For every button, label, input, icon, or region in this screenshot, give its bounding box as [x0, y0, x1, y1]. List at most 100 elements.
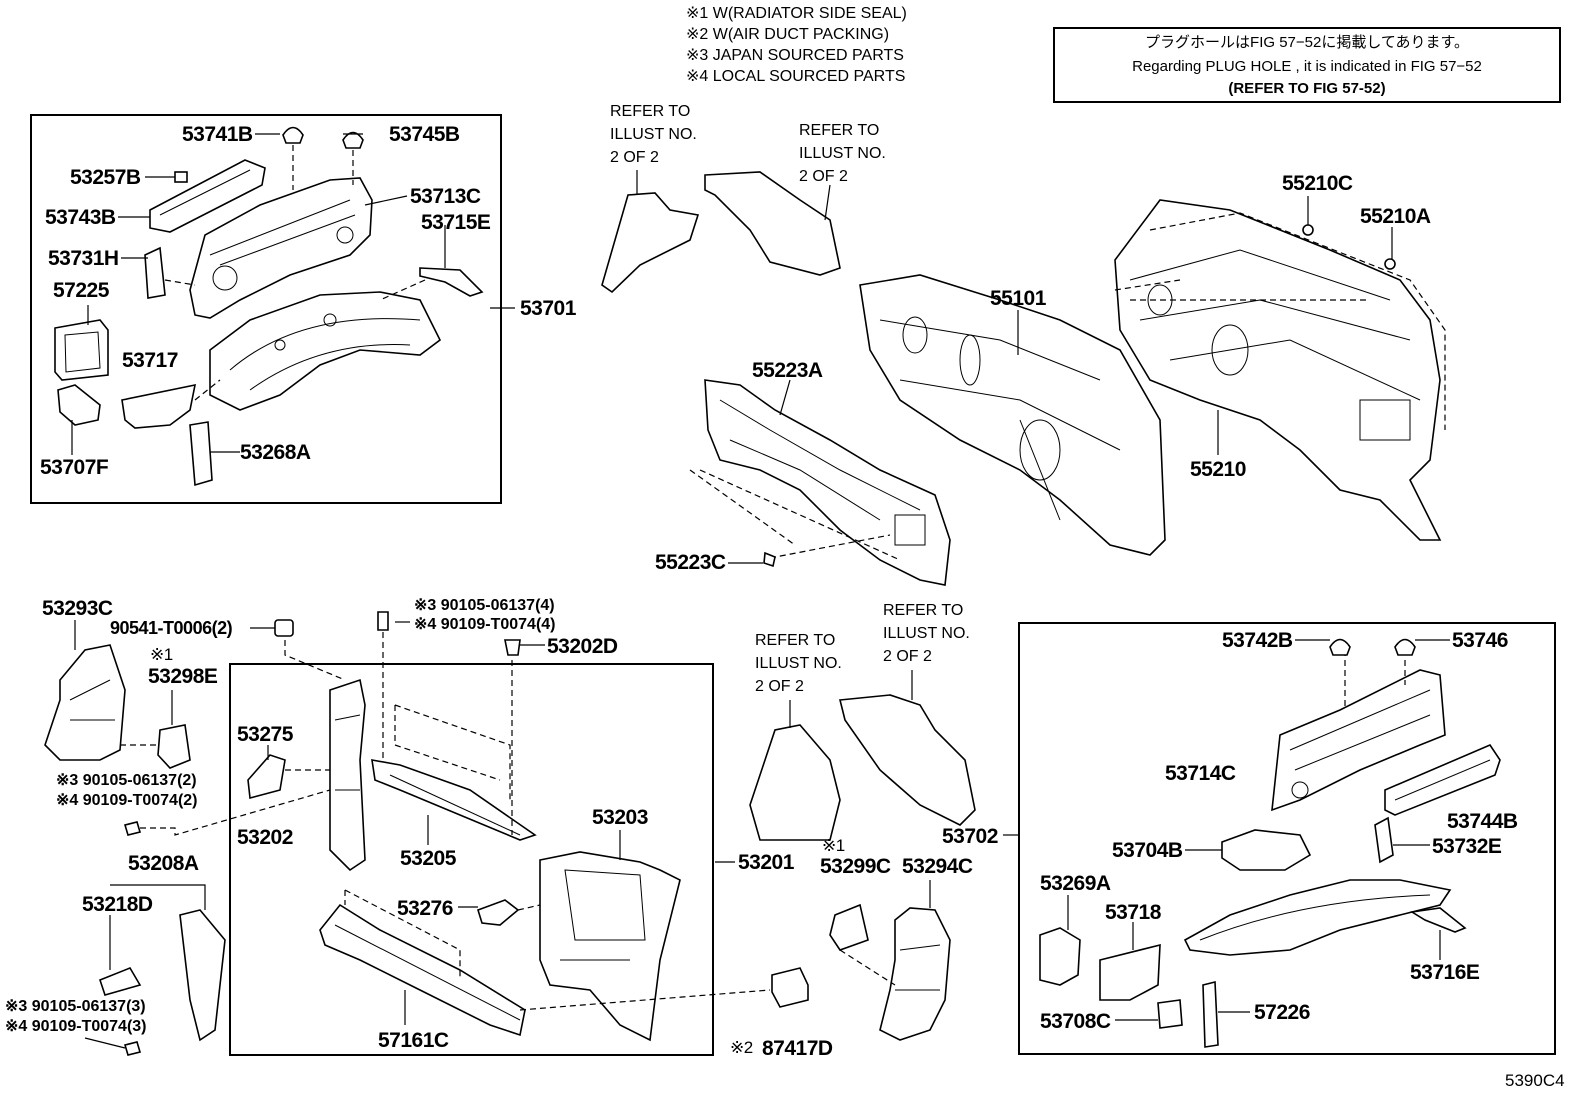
part-53203-drawing — [539, 830, 681, 1042]
label-53298e: 53298E — [148, 665, 218, 688]
label-53743b: 53743B — [45, 206, 116, 229]
part-53741b-drawing — [282, 126, 304, 144]
part-53746-drawing — [1394, 638, 1450, 656]
part-53702-apron-drawing — [1183, 879, 1452, 956]
label-53714c: 53714C — [1165, 762, 1236, 785]
label-87417d: 87417D — [762, 1037, 833, 1060]
part-53202d-drawing — [504, 639, 545, 835]
note-3: ※3 JAPAN SOURCED PARTS — [686, 47, 904, 64]
part-53293c-drawing — [44, 620, 126, 761]
label-53731h: 53731H — [48, 247, 119, 270]
label-53268a: 53268A — [240, 441, 311, 464]
mark-1b: ※1 — [822, 836, 845, 855]
part-53294c-drawing — [839, 880, 951, 1041]
part-53715e-drawing — [419, 267, 484, 297]
part-53717-drawing — [121, 383, 197, 429]
part-53276-drawing — [458, 899, 541, 926]
refer-text-2: REFER TO ILLUST NO. 2 OF 2 — [799, 122, 886, 185]
fastener-1b: ※4 90109-T0074(2) — [56, 792, 198, 809]
label-53299c: 53299C — [820, 855, 891, 878]
part-53743b-drawing — [149, 159, 266, 233]
part-53713c-drawing — [189, 177, 373, 319]
label-53269a: 53269A — [1040, 872, 1111, 895]
note-2: ※2 W(AIR DUCT PACKING) — [686, 26, 890, 43]
part-53731h-drawing — [144, 246, 166, 299]
label-53744b: 53744B — [1447, 810, 1518, 833]
part-53704b-drawing — [1185, 829, 1312, 871]
refer-part-1 — [601, 170, 700, 294]
label-53713c: 53713C — [410, 185, 481, 208]
part-55210-drawing — [1114, 196, 1446, 541]
mark-1a: ※1 — [150, 645, 173, 664]
part-53205-drawing — [371, 704, 537, 845]
label-53208a: 53208A — [128, 852, 199, 875]
part-53701-apron-drawing — [209, 291, 442, 411]
bolt-3-drawing — [377, 611, 410, 760]
label-53275: 53275 — [237, 723, 293, 746]
label-53276: 53276 — [397, 897, 453, 920]
fastener-2b: ※4 90109-T0074(3) — [5, 1018, 147, 1035]
group-box-53201 — [229, 663, 714, 1056]
label-53741b: 53741B — [182, 123, 253, 146]
label-53702: 53702 — [942, 825, 998, 848]
bolt-1-drawing — [123, 789, 331, 836]
label-53746: 53746 — [1452, 629, 1508, 652]
fastener-2a: ※3 90105-06137(3) — [5, 998, 146, 1015]
label-53293c: 53293C — [42, 597, 113, 620]
part-53268a-drawing — [189, 421, 213, 487]
part-53298e-drawing — [120, 690, 191, 769]
part-53744b-drawing — [1384, 744, 1501, 816]
label-57161c: 57161C — [378, 1029, 449, 1052]
label-53202d: 53202D — [547, 635, 618, 658]
label-53701: 53701 — [520, 297, 576, 320]
refer-text-4: REFER TO ILLUST NO. 2 OF 2 — [883, 602, 970, 665]
label-53745b: 53745B — [389, 123, 460, 146]
fastener-3b: ※4 90109-T0074(4) — [414, 616, 556, 633]
part-53299c-drawing — [829, 903, 869, 951]
part-53708c-drawing — [1115, 999, 1183, 1029]
label-53718: 53718 — [1105, 901, 1161, 924]
part-53269a-drawing — [1039, 895, 1081, 986]
refer-part-2 — [704, 171, 841, 276]
label-55210: 55210 — [1190, 458, 1246, 481]
label-55210c: 55210C — [1282, 172, 1353, 195]
label-53708c: 53708C — [1040, 1010, 1111, 1033]
label-53707f: 53707F — [40, 456, 109, 479]
label-53704b: 53704B — [1112, 839, 1183, 862]
label-55101: 55101 — [990, 287, 1046, 310]
group-box-53701 — [30, 114, 502, 504]
part-53218d-drawing — [99, 915, 142, 996]
part-53716e-drawing — [1409, 907, 1467, 960]
part-53202-drawing — [329, 678, 366, 872]
label-55223c: 55223C — [655, 551, 726, 574]
bolt-2-drawing — [84, 1037, 142, 1056]
label-57225: 57225 — [53, 279, 109, 302]
top-left-leaders — [71, 133, 515, 455]
plug-note-jp: プラグホールはFIG 57−52に掲載してあります。 — [1145, 34, 1469, 51]
label-53218d: 53218D — [82, 893, 153, 916]
label-53732e: 53732E — [1432, 835, 1502, 858]
part-55223a-drawing — [689, 379, 951, 586]
note-1: ※1 W(RADIATOR SIDE SEAL) — [686, 5, 907, 22]
label-53294c: 53294C — [902, 855, 973, 878]
part-55101-drawing — [859, 274, 1166, 556]
plug-hole-note: プラグホールはFIG 57−52に掲載してあります。 Regarding PLU… — [1053, 27, 1561, 103]
fastener-3a: ※3 90105-06137(4) — [414, 597, 555, 614]
refer-part-4 — [838, 670, 976, 826]
refer-text-3: REFER TO ILLUST NO. 2 OF 2 — [755, 632, 842, 695]
refer-text-1: REFER TO ILLUST NO. 2 OF 2 — [610, 103, 697, 166]
figure-code: 5390C4 — [1505, 1071, 1565, 1090]
part-53707f-drawing — [57, 384, 101, 426]
label-57226: 57226 — [1254, 1001, 1310, 1024]
part-53208a-drawing — [110, 884, 226, 1042]
part-53718-drawing — [1099, 922, 1161, 1001]
mark-2: ※2 — [730, 1038, 753, 1057]
part-55223c-drawing — [728, 551, 776, 568]
label-53205: 53205 — [400, 847, 456, 870]
label-53717: 53717 — [122, 349, 178, 372]
label-53202: 53202 — [237, 826, 293, 849]
part-57161c-drawing — [319, 889, 526, 1037]
label-53715e: 53715E — [421, 211, 491, 234]
label-53742b: 53742B — [1222, 629, 1293, 652]
